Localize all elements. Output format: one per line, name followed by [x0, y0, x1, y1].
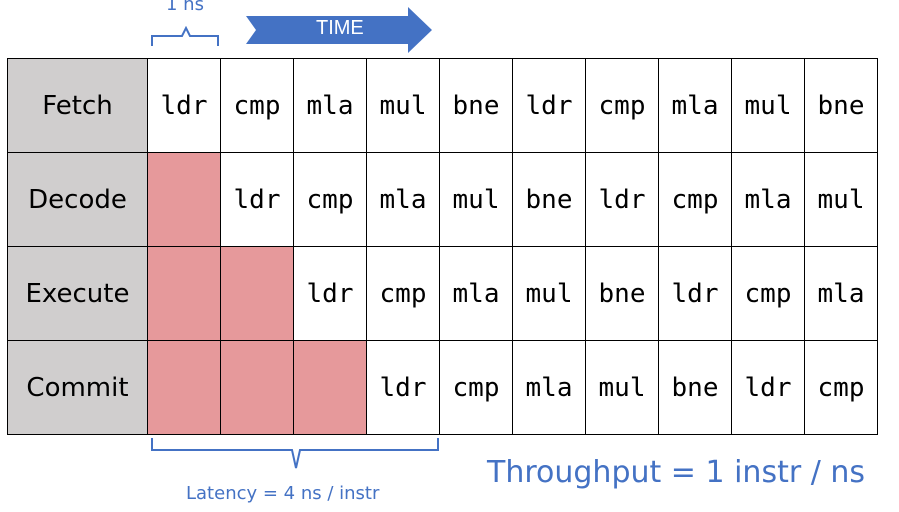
latency-label: Latency = 4 ns / instr [186, 483, 380, 504]
instruction-cell: cmp [804, 340, 878, 435]
instruction-cell: ldr [658, 246, 732, 341]
instruction-cell: ldr [220, 152, 294, 247]
instruction-cell: bne [512, 152, 586, 247]
instruction-cell: bne [804, 58, 878, 153]
instruction-cell: mla [439, 246, 513, 341]
instruction-cell: bne [439, 58, 513, 153]
stage-label: Commit [7, 340, 148, 435]
instruction-cell: mul [366, 58, 440, 153]
instruction-cell: mla [658, 58, 732, 153]
throughput-label: Throughput = 1 instr / ns [487, 455, 865, 490]
latency-brace-icon [151, 438, 439, 469]
instruction-cell: cmp [731, 246, 805, 341]
instruction-cell: cmp [439, 340, 513, 435]
time-label: TIME [316, 17, 364, 39]
instruction-cell: cmp [220, 58, 294, 153]
instruction-cell: ldr [585, 152, 659, 247]
instruction-cell: ldr [512, 58, 586, 153]
instruction-cell: mla [293, 58, 367, 153]
pipeline-bubble [147, 340, 221, 435]
pipeline-bubble [293, 340, 367, 435]
instruction-cell: mla [512, 340, 586, 435]
instruction-cell: mul [439, 152, 513, 247]
instruction-cell: ldr [293, 246, 367, 341]
instruction-cell: bne [585, 246, 659, 341]
time-arrow-icon [246, 7, 432, 53]
instruction-cell: mla [731, 152, 805, 247]
instruction-cell: cmp [658, 152, 732, 247]
instruction-cell: bne [658, 340, 732, 435]
instruction-cell: mul [512, 246, 586, 341]
instruction-cell: mla [804, 246, 878, 341]
instruction-cell: cmp [585, 58, 659, 153]
instruction-cell: ldr [147, 58, 221, 153]
stage-label: Execute [7, 246, 148, 341]
instruction-cell: ldr [366, 340, 440, 435]
one-ns-brace-icon [151, 26, 219, 46]
instruction-cell: ldr [731, 340, 805, 435]
instruction-cell: cmp [366, 246, 440, 341]
stage-label: Decode [7, 152, 148, 247]
pipeline-bubble [147, 246, 221, 341]
instruction-cell: mla [366, 152, 440, 247]
pipeline-bubble [220, 246, 294, 341]
instruction-cell: mul [731, 58, 805, 153]
pipeline-bubble [220, 340, 294, 435]
one-ns-label: 1 ns [166, 0, 204, 15]
instruction-cell: mul [804, 152, 878, 247]
stage-label: Fetch [7, 58, 148, 153]
instruction-cell: cmp [293, 152, 367, 247]
instruction-cell: mul [585, 340, 659, 435]
pipeline-bubble [147, 152, 221, 247]
